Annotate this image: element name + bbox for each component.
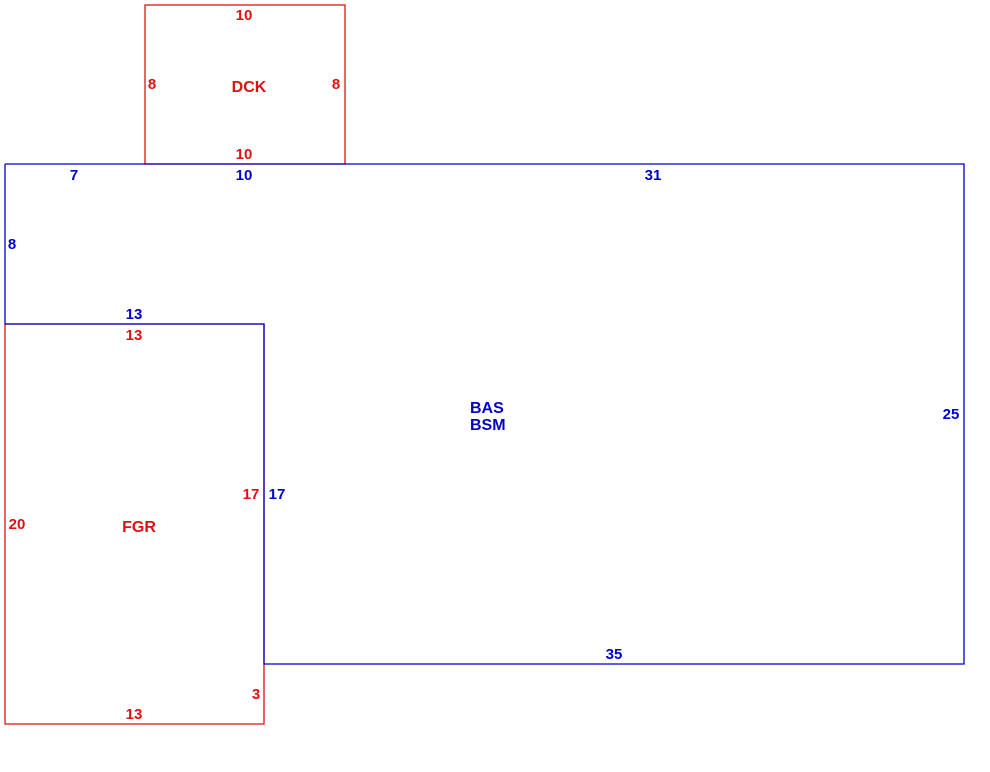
deck-code: DCK bbox=[232, 79, 267, 96]
deck-dim-left: 8 bbox=[148, 76, 156, 93]
main-dim-step: 13 bbox=[126, 306, 143, 323]
garage-code: FGR bbox=[122, 519, 156, 536]
deck-dim-top: 10 bbox=[236, 7, 253, 24]
main-dim-right: 25 bbox=[943, 406, 960, 423]
main-code-1: BAS bbox=[470, 400, 504, 417]
main-code-2: BSM bbox=[470, 417, 506, 434]
garage-dim-bottom: 13 bbox=[126, 706, 143, 723]
deck-dim-right: 8 bbox=[332, 76, 340, 93]
garage-dim-inner: 17 bbox=[243, 486, 260, 503]
garage-dim-small: 3 bbox=[252, 686, 260, 703]
deck-dim-bottom: 10 bbox=[236, 146, 253, 163]
main-dim-top-mid: 10 bbox=[236, 167, 253, 184]
garage-dim-top: 13 bbox=[126, 327, 143, 344]
main-dim-inner: 17 bbox=[269, 486, 286, 503]
main-dim-top-left: 7 bbox=[70, 167, 78, 184]
main-dim-bottom: 35 bbox=[606, 646, 623, 663]
main-house-outline bbox=[4, 163, 965, 665]
garage-dim-left: 20 bbox=[9, 516, 26, 533]
main-dim-top-right: 31 bbox=[645, 167, 662, 184]
main-dim-left: 8 bbox=[8, 236, 16, 253]
